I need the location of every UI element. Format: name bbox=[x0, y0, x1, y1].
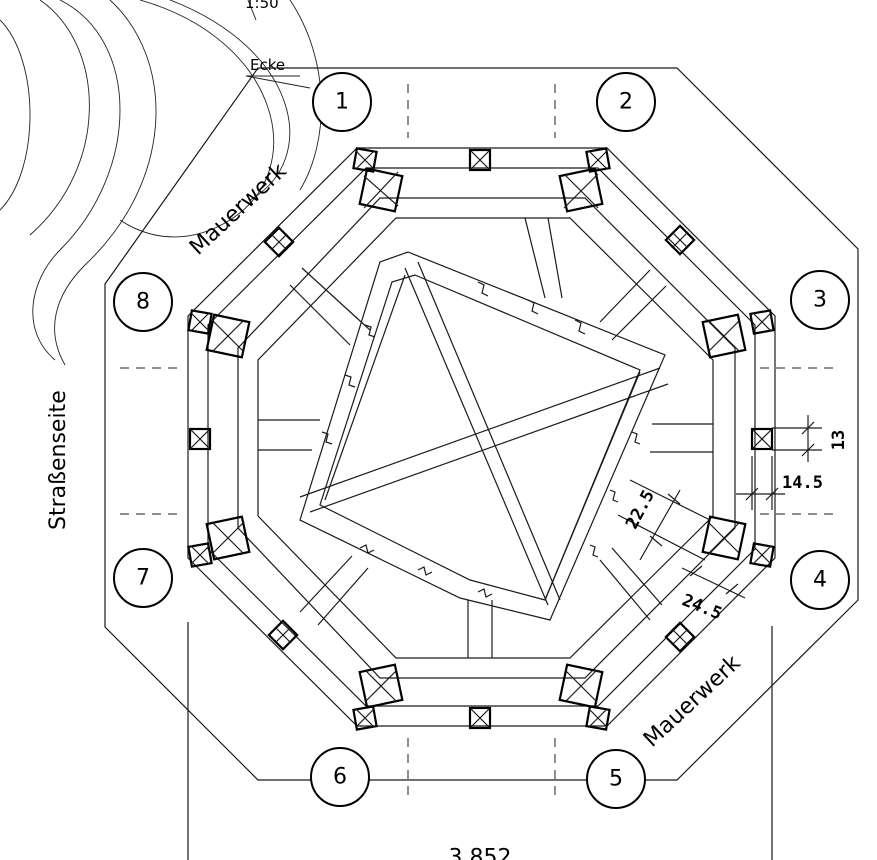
small-post bbox=[585, 705, 611, 731]
outer-wall-octagon bbox=[104, 67, 859, 781]
ring-small-posts bbox=[187, 147, 775, 731]
overall-dimension: 3.852 bbox=[187, 622, 773, 860]
middle-ring-inner bbox=[257, 217, 714, 659]
post-marker-8: 8 bbox=[113, 272, 173, 332]
post-label-6: 6 bbox=[333, 765, 347, 790]
post-box bbox=[701, 515, 747, 561]
small-post bbox=[352, 705, 378, 731]
outer-ring bbox=[187, 147, 776, 727]
post-marker-4: 4 bbox=[790, 550, 850, 610]
post-label-7: 7 bbox=[136, 566, 150, 591]
masonry-label-bottom: Mauerwerk bbox=[639, 651, 746, 753]
small-post bbox=[468, 706, 492, 730]
overall-dimension-label: 3.852 bbox=[449, 846, 512, 860]
small-post bbox=[267, 619, 299, 651]
post-box bbox=[205, 313, 251, 359]
small-post bbox=[664, 224, 696, 256]
small-post bbox=[585, 147, 611, 173]
post-marker-3: 3 bbox=[790, 270, 850, 330]
post-marker-7: 7 bbox=[113, 548, 173, 608]
dim-13-label: 13 bbox=[829, 430, 849, 450]
corner-callout: Ecke bbox=[245, 56, 311, 89]
axis-lines bbox=[120, 84, 840, 800]
post-marker-2: 2 bbox=[596, 72, 656, 132]
post-box bbox=[358, 663, 404, 709]
post-label-8: 8 bbox=[136, 290, 150, 315]
street-side-label: Straßenseite bbox=[46, 390, 71, 530]
post-marker-5: 5 bbox=[586, 749, 646, 809]
post-marker-1: 1 bbox=[312, 72, 372, 132]
small-post bbox=[749, 542, 775, 568]
dimension-22-5: 22.5 bbox=[617, 479, 711, 561]
small-post bbox=[263, 226, 295, 258]
post-markers: 1 2 3 4 5 6 7 8 bbox=[113, 72, 850, 809]
scale-label: 1:50 bbox=[245, 0, 279, 12]
corner-posts bbox=[205, 167, 747, 709]
dimension-14-5: 14.5 bbox=[736, 456, 823, 510]
small-post bbox=[188, 427, 212, 451]
diagonal-bracing bbox=[299, 261, 669, 606]
post-box bbox=[205, 515, 251, 561]
small-post bbox=[187, 542, 213, 568]
small-post bbox=[749, 309, 775, 335]
post-box bbox=[558, 167, 604, 213]
post-marker-6: 6 bbox=[310, 747, 370, 807]
post-label-5: 5 bbox=[609, 767, 623, 792]
dim-14-5-label: 14.5 bbox=[782, 473, 823, 493]
post-box bbox=[701, 313, 747, 359]
post-label-4: 4 bbox=[813, 568, 827, 593]
post-box bbox=[358, 167, 404, 213]
corner-label: Ecke bbox=[250, 56, 285, 74]
small-post bbox=[468, 148, 492, 172]
dim-22-5-label: 22.5 bbox=[622, 487, 659, 533]
outer-ring-inner bbox=[207, 167, 756, 707]
frame-notches bbox=[321, 281, 641, 598]
post-label-2: 2 bbox=[619, 90, 633, 115]
post-label-1: 1 bbox=[335, 90, 349, 115]
inner-frame-inner bbox=[319, 274, 641, 601]
dim-24-5-label: 24.5 bbox=[679, 590, 724, 624]
radial-joists bbox=[258, 217, 713, 658]
post-label-3: 3 bbox=[813, 288, 827, 313]
middle-ring bbox=[237, 197, 736, 679]
small-post bbox=[187, 309, 213, 335]
sketch-overlay bbox=[0, 0, 322, 366]
post-box bbox=[558, 663, 604, 709]
small-post bbox=[750, 427, 774, 451]
small-post bbox=[664, 621, 696, 653]
inner-frame bbox=[299, 251, 666, 621]
small-post bbox=[352, 147, 378, 173]
dimension-13: 13 bbox=[772, 415, 849, 462]
